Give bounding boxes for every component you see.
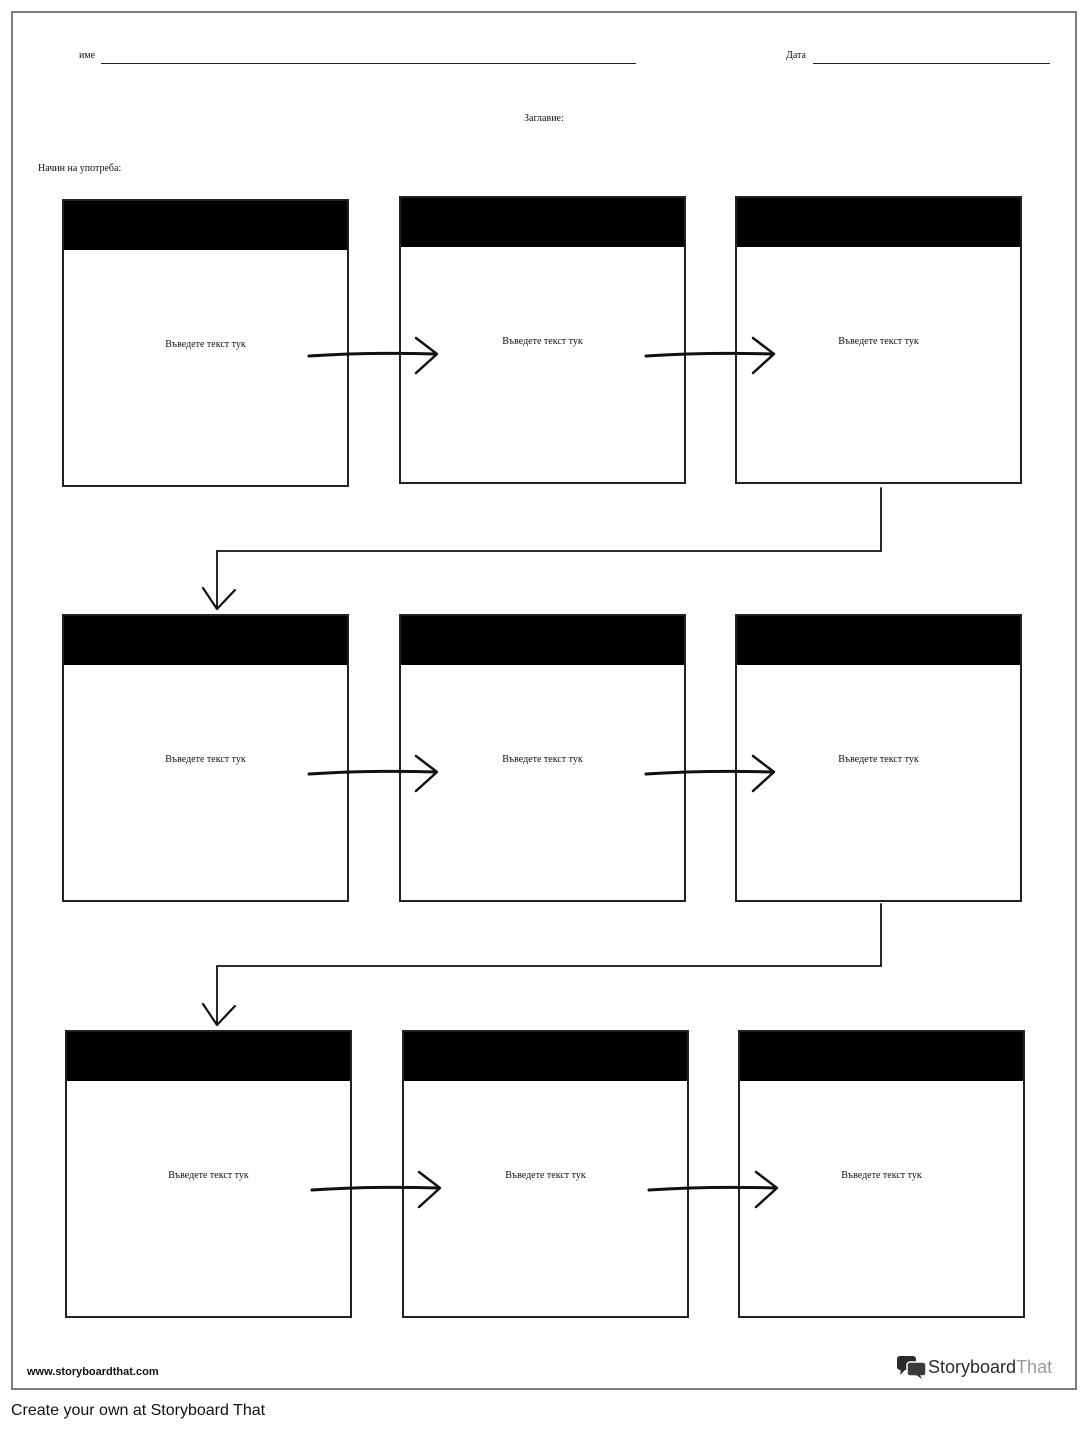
title-label: Заглавие: — [524, 113, 564, 124]
name-input-line[interactable] — [101, 63, 636, 64]
panel-text[interactable]: Въведете текст тук — [168, 1170, 249, 1181]
panel-header-bar[interactable] — [404, 1032, 687, 1081]
panel-4[interactable]: Въведете текст тук — [62, 614, 349, 902]
panel-2[interactable]: Въведете текст тук — [399, 196, 686, 484]
panel-text[interactable]: Въведете текст тук — [838, 336, 919, 347]
panel-text[interactable]: Въведете текст тук — [505, 1170, 586, 1181]
panel-3[interactable]: Въведете текст тук — [735, 196, 1022, 484]
panel-header-bar[interactable] — [401, 198, 684, 247]
create-your-own-link[interactable]: Create your own at Storyboard That — [11, 1402, 266, 1419]
panel-9[interactable]: Въведете текст тук — [738, 1030, 1025, 1318]
panel-text[interactable]: Въведете текст тук — [838, 754, 919, 765]
panel-header-bar[interactable] — [740, 1032, 1023, 1081]
date-label: Дата — [786, 50, 806, 61]
panel-header-bar[interactable] — [737, 616, 1020, 665]
speech-bubbles-icon — [897, 1356, 927, 1379]
panel-text[interactable]: Въведете текст тук — [165, 339, 246, 350]
panel-text[interactable]: Въведете текст тук — [165, 754, 246, 765]
panel-header-bar[interactable] — [737, 198, 1020, 247]
panel-5[interactable]: Въведете текст тук — [399, 614, 686, 902]
panel-6[interactable]: Въведете текст тук — [735, 614, 1022, 902]
panel-header-bar[interactable] — [64, 616, 347, 665]
panel-header-bar[interactable] — [401, 616, 684, 665]
panel-text[interactable]: Въведете текст тук — [502, 754, 583, 765]
site-url[interactable]: www.storyboardthat.com — [27, 1366, 159, 1378]
instructions-label: Начин на употреба: — [38, 163, 122, 174]
panel-8[interactable]: Въведете текст тук — [402, 1030, 689, 1318]
date-input-line[interactable] — [813, 63, 1050, 64]
name-label: име — [79, 50, 96, 61]
panel-header-bar[interactable] — [64, 201, 347, 250]
panel-header-bar[interactable] — [67, 1032, 350, 1081]
brand-name-part1: Storyboard — [928, 1356, 1017, 1377]
panel-7[interactable]: Въведете текст тук — [65, 1030, 352, 1318]
panel-text[interactable]: Въведете текст тук — [502, 336, 583, 347]
panel-1[interactable]: Въведете текст тук — [62, 199, 349, 487]
panel-text[interactable]: Въведете текст тук — [841, 1170, 922, 1181]
brand-name-part2: That — [1016, 1356, 1053, 1377]
